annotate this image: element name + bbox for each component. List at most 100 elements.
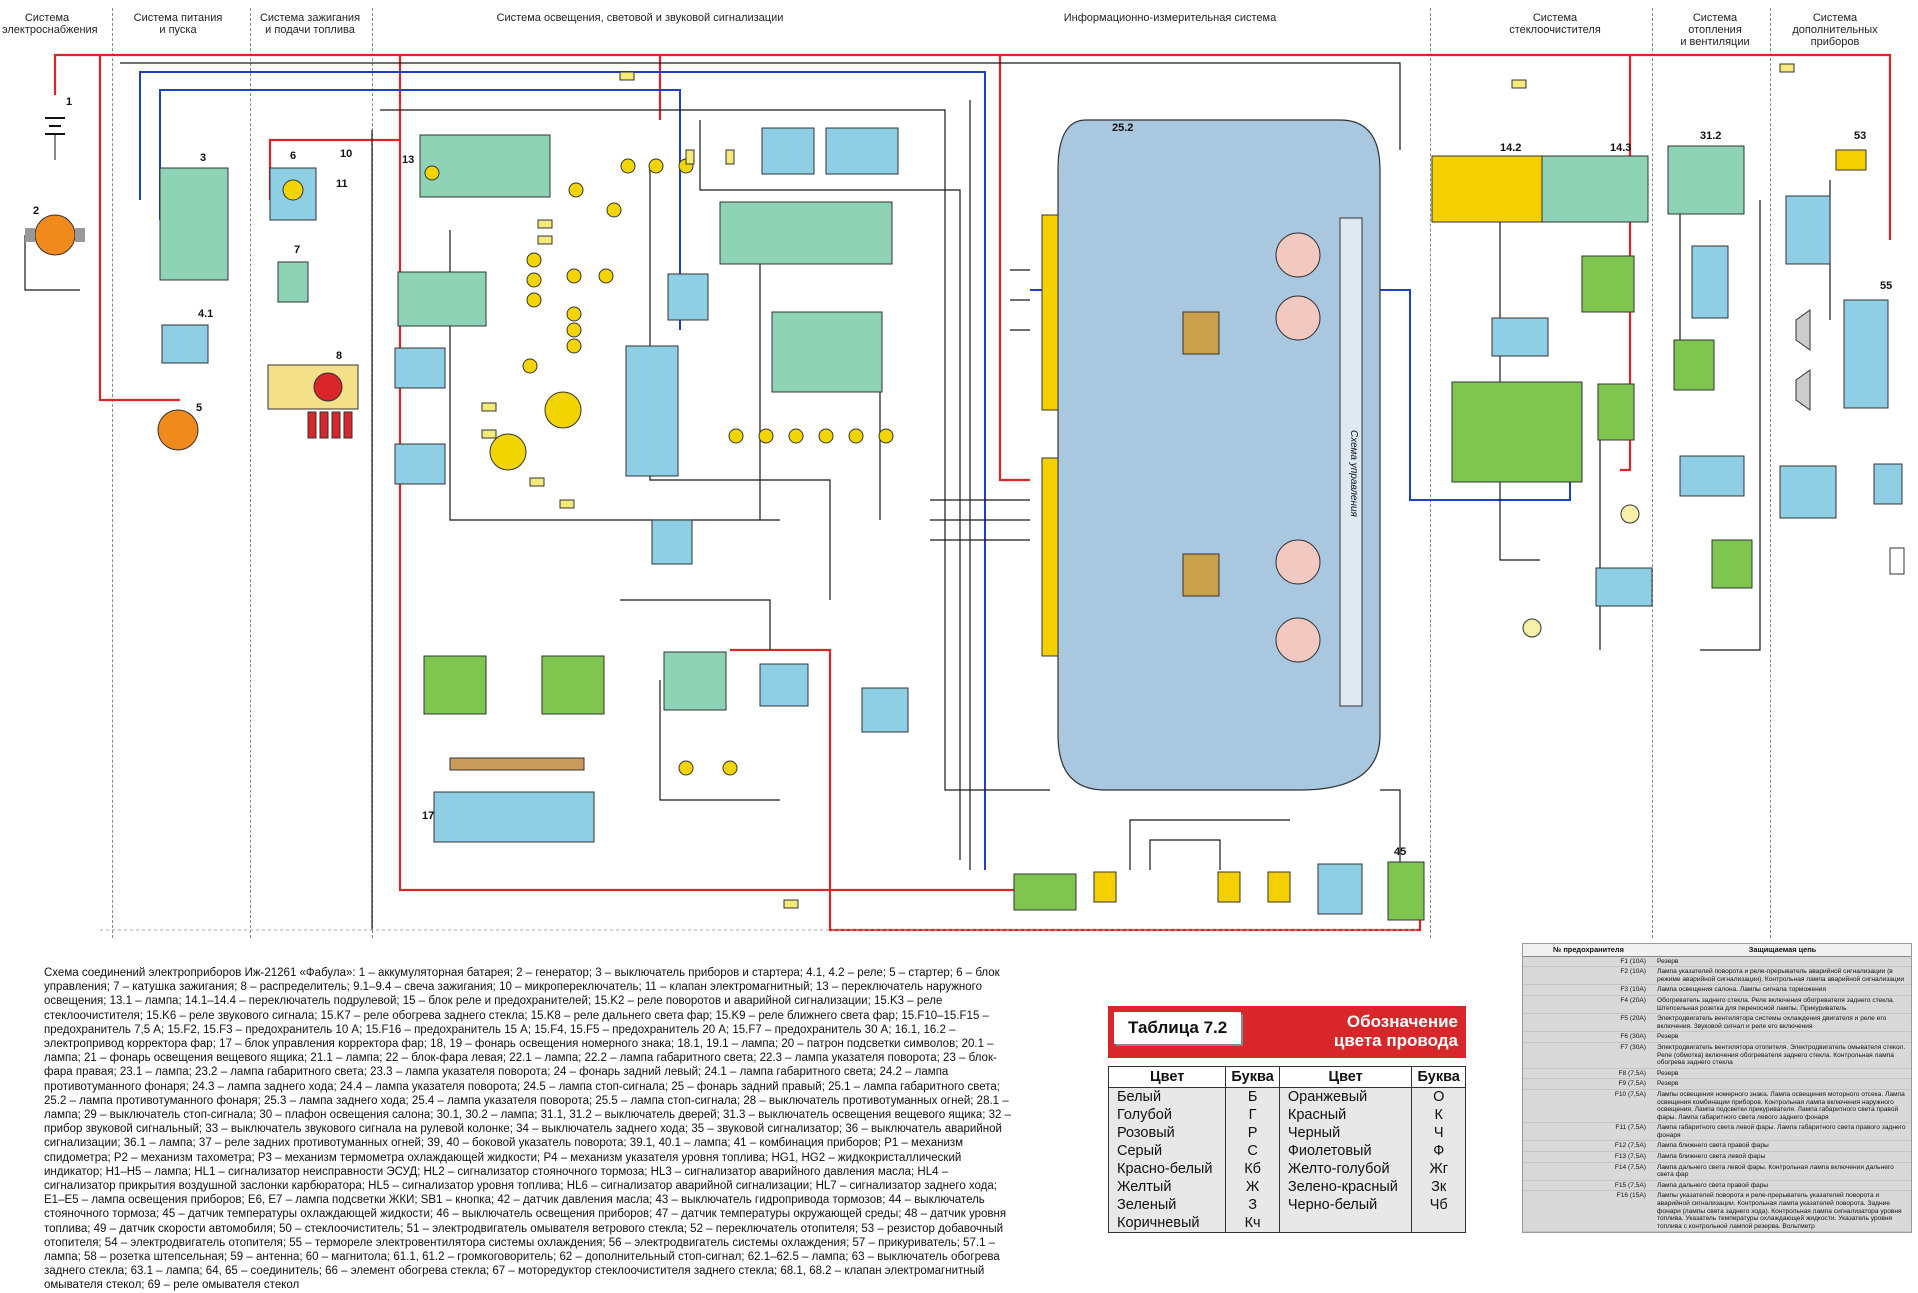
cell: Ж <box>1225 1178 1280 1196</box>
cell: С <box>1225 1142 1280 1160</box>
fuse-id: F14 (7,5A) <box>1523 1162 1654 1181</box>
section-start-system: Система питания и пуска <box>133 12 223 36</box>
fuse-id: F15 (7,5A) <box>1523 1180 1654 1192</box>
radio <box>1843 299 1889 409</box>
fuse-circuit: Обогреватель заднего стекла. Реле включе… <box>1654 995 1911 1015</box>
relay-4-2 <box>1679 455 1745 497</box>
table-row: F14 (7,5A)Лампа дальнего света левой фар… <box>1523 1162 1911 1181</box>
ignition-coil <box>277 261 309 303</box>
legend-caption: Схема соединений электроприборов Иж-2126… <box>44 967 1012 1292</box>
fuse-circuit: Лампа дальнего света правой фары <box>1654 1180 1911 1192</box>
table-row: F7 (30A)Электродвигатель вентилятора ото… <box>1523 1042 1911 1069</box>
fuse-circuit: Лампа ближнего света левой фары <box>1654 1151 1911 1163</box>
battery <box>45 117 65 160</box>
wiper-switch-14-3 <box>1431 155 1543 223</box>
oil-pressure-sensor <box>1093 871 1117 903</box>
fuse-circuit: Лампа освещения салона. Лампы сигнала то… <box>1654 984 1911 996</box>
cell: Белый <box>1107 1087 1227 1106</box>
connector-64-65 <box>449 757 585 771</box>
headlamp-corrector-left <box>423 655 487 715</box>
label-generator: 2 <box>33 205 40 217</box>
cell: Красный <box>1278 1106 1413 1124</box>
table-row: F3 (10A)Лампа освещения салона. Лампы си… <box>1523 984 1911 996</box>
control-scheme-bar <box>1339 217 1363 707</box>
horn-relay-k6 <box>861 687 909 733</box>
socket-58 <box>1835 149 1867 171</box>
hazard-switch <box>719 201 893 265</box>
table-row: F1 (10A)Резерв <box>1523 956 1911 968</box>
cell: Серый <box>1107 1142 1227 1160</box>
table-row: F8 (7,5A)Резерв <box>1523 1068 1911 1080</box>
table-row: F16 (15A)Лампы указателей поворота и рел… <box>1523 1190 1911 1233</box>
table-number: Таблица 7.2 <box>1114 1012 1242 1044</box>
fan-motor <box>1711 539 1753 589</box>
distributor <box>267 364 359 410</box>
cell: Красно-белый <box>1107 1160 1227 1178</box>
cell: Оранжевый <box>1278 1087 1413 1106</box>
cell: Жг <box>1411 1160 1466 1178</box>
relay-k9 <box>394 443 446 485</box>
ignition-switch <box>159 167 229 281</box>
table-row: F9 (7,5A)Резерв <box>1523 1078 1911 1090</box>
exterior-light-switch <box>419 134 551 198</box>
label-wiper-switch-14-4: 14.3 <box>1610 142 1632 154</box>
spark-plugs <box>307 411 353 439</box>
cell: О <box>1411 1087 1466 1106</box>
fuse-circuit: Лампа дальнего света левой фары. Контрол… <box>1654 1162 1911 1181</box>
table-row: F15 (7,5A)Лампа дальнего света правой фа… <box>1523 1180 1911 1192</box>
label-instrument-cluster: 25.2 <box>1112 122 1134 134</box>
fuse-id: F6 (30A) <box>1523 1031 1654 1043</box>
heater-motor <box>1673 339 1715 391</box>
section-heating-system: Система отопления и вентиляции <box>1680 12 1750 48</box>
cell <box>1411 1214 1466 1233</box>
cell: Ч <box>1411 1124 1466 1142</box>
label-wiper-switch-14-3: 14.2 <box>1500 142 1522 154</box>
lcd-indicator-hg1 <box>1182 311 1220 355</box>
washer-motor <box>1597 383 1635 441</box>
cell: Чб <box>1411 1196 1466 1214</box>
cell: Кч <box>1225 1214 1280 1233</box>
divider <box>1652 8 1653 938</box>
headlamp-left <box>544 391 582 429</box>
table-row: F10 (7,5A)Лампы освещения номерного знак… <box>1523 1089 1911 1124</box>
rear-defrost-relay-k7 <box>1873 463 1903 505</box>
divider <box>112 8 113 938</box>
table-row: F2 (10A)Лампа указателей поворота и реле… <box>1523 966 1911 986</box>
fuses <box>481 63 1795 909</box>
relay-4-1 <box>161 324 209 364</box>
table-title: Обозначение цвета провода <box>1333 1012 1458 1050</box>
fuse-id: F8 (7,5A) <box>1523 1068 1654 1080</box>
fuse-circuit: Резерв <box>1654 956 1911 968</box>
fuse-id: F1 (10A) <box>1523 956 1654 968</box>
label-radio: 55 <box>1880 280 1893 292</box>
instrument-light-switch <box>1013 873 1077 911</box>
relay-k8 <box>394 347 446 389</box>
fuse-circuit: Электродвигатель вентилятора системы охл… <box>1654 1013 1911 1033</box>
extra-stop-lamp <box>625 345 679 477</box>
buzzer-35 <box>825 127 899 175</box>
gauges <box>1275 232 1321 663</box>
rear-defrost-switch <box>1779 465 1837 519</box>
label-valve: 11 <box>336 178 348 190</box>
table-row: F13 (7,5A)Лампа ближнего света левой фар… <box>1523 1151 1911 1163</box>
label-heater-switch: 31.2 <box>1700 130 1722 142</box>
cell: З <box>1225 1196 1280 1214</box>
table-row: F5 (20A)Электродвигатель вентилятора сис… <box>1523 1013 1911 1033</box>
table-row: F11 (7,5A)Лампа габаритного света левой … <box>1523 1122 1911 1142</box>
fuse-circuit: Лампы указателей поворота и реле-прерыва… <box>1654 1190 1911 1233</box>
wiper-relay-k3 <box>1491 317 1549 357</box>
section-info-system: Информационно-измерительная система <box>1063 12 1277 24</box>
heater-switch <box>1667 145 1745 215</box>
cell: Б <box>1225 1087 1280 1106</box>
cell: Коричневый <box>1107 1214 1227 1233</box>
cluster-connector-left <box>1041 214 1059 657</box>
fuse-id: F9 (7,5A) <box>1523 1078 1654 1090</box>
fuse-id: F10 (7,5A) <box>1523 1089 1654 1124</box>
column-header: Цвет <box>1278 1066 1413 1088</box>
fuse-circuit: Резерв <box>1654 1031 1911 1043</box>
